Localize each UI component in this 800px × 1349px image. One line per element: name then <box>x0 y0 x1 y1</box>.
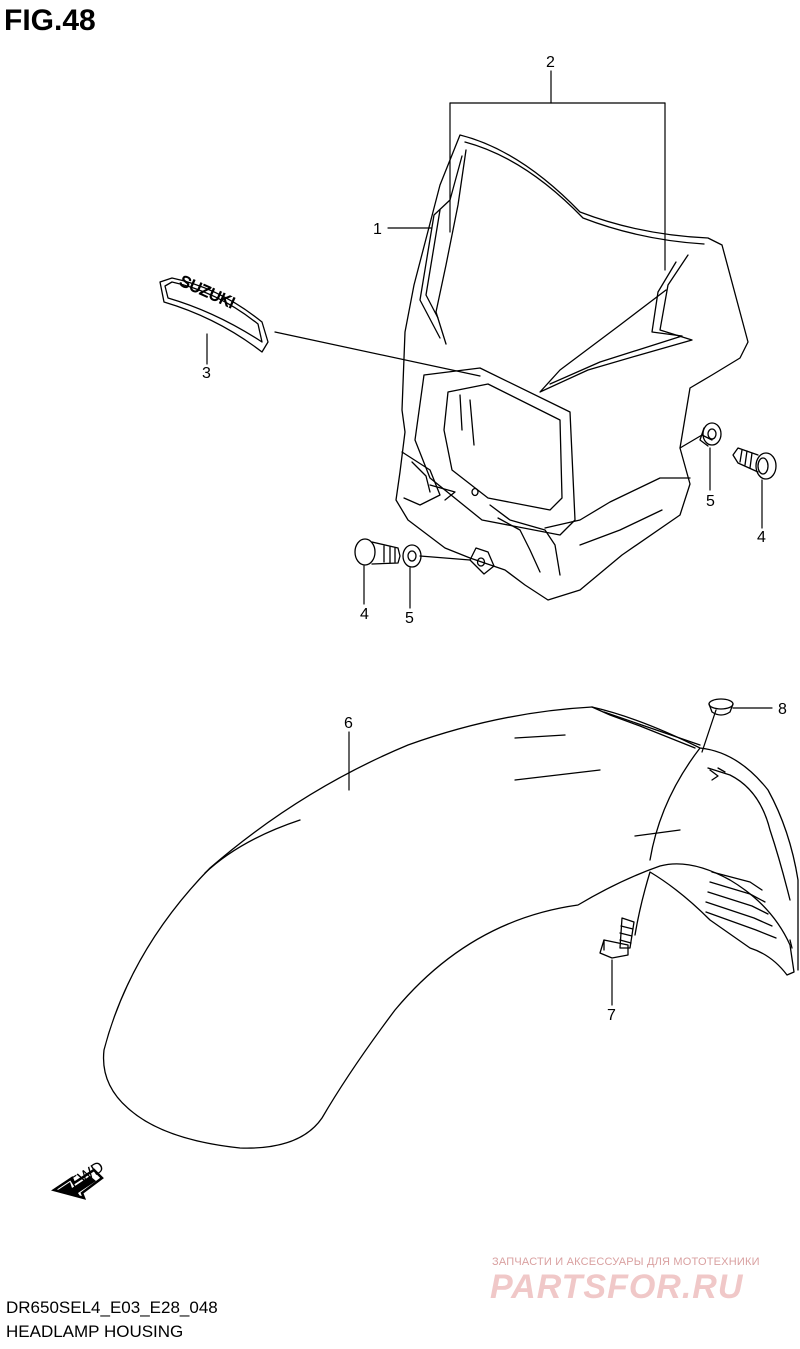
callout-7: 7 <box>607 1007 616 1024</box>
washer-right <box>699 422 722 447</box>
callout-5-left: 5 <box>405 610 414 627</box>
headlamp-housing <box>395 134 749 601</box>
callout-5-right: 5 <box>706 493 715 510</box>
callout-4-left: 4 <box>360 606 369 623</box>
callout-8: 8 <box>778 701 787 718</box>
front-fender <box>102 706 799 1149</box>
callout-1: 1 <box>373 221 382 238</box>
watermark-logo: PARTSFOR.RU <box>490 1268 744 1306</box>
suzuki-emblem <box>159 277 269 353</box>
washer-left <box>402 544 422 568</box>
callout-3: 3 <box>202 365 211 382</box>
callout-6: 6 <box>344 715 353 732</box>
screw-left <box>354 538 401 566</box>
leader-lines <box>206 70 773 1006</box>
diagram-name: HEADLAMP HOUSING <box>6 1322 184 1341</box>
fender-grommet <box>708 698 734 716</box>
figure-title: FIG.48 <box>4 4 96 37</box>
fwd-arrow: FWD <box>51 1159 107 1200</box>
watermark-tagline: ЗАПЧАСТИ И АКСЕССУАРЫ ДЛЯ МОТОТЕХНИКИ <box>492 1256 760 1268</box>
diagram-code: DR650SEL4_E03_E28_048 <box>6 1298 218 1317</box>
fender-bolt <box>599 917 635 959</box>
callout-4-right: 4 <box>757 529 766 546</box>
callout-2: 2 <box>546 54 555 71</box>
screw-right <box>732 447 777 480</box>
emblem-text: SUZUKI <box>177 273 238 312</box>
